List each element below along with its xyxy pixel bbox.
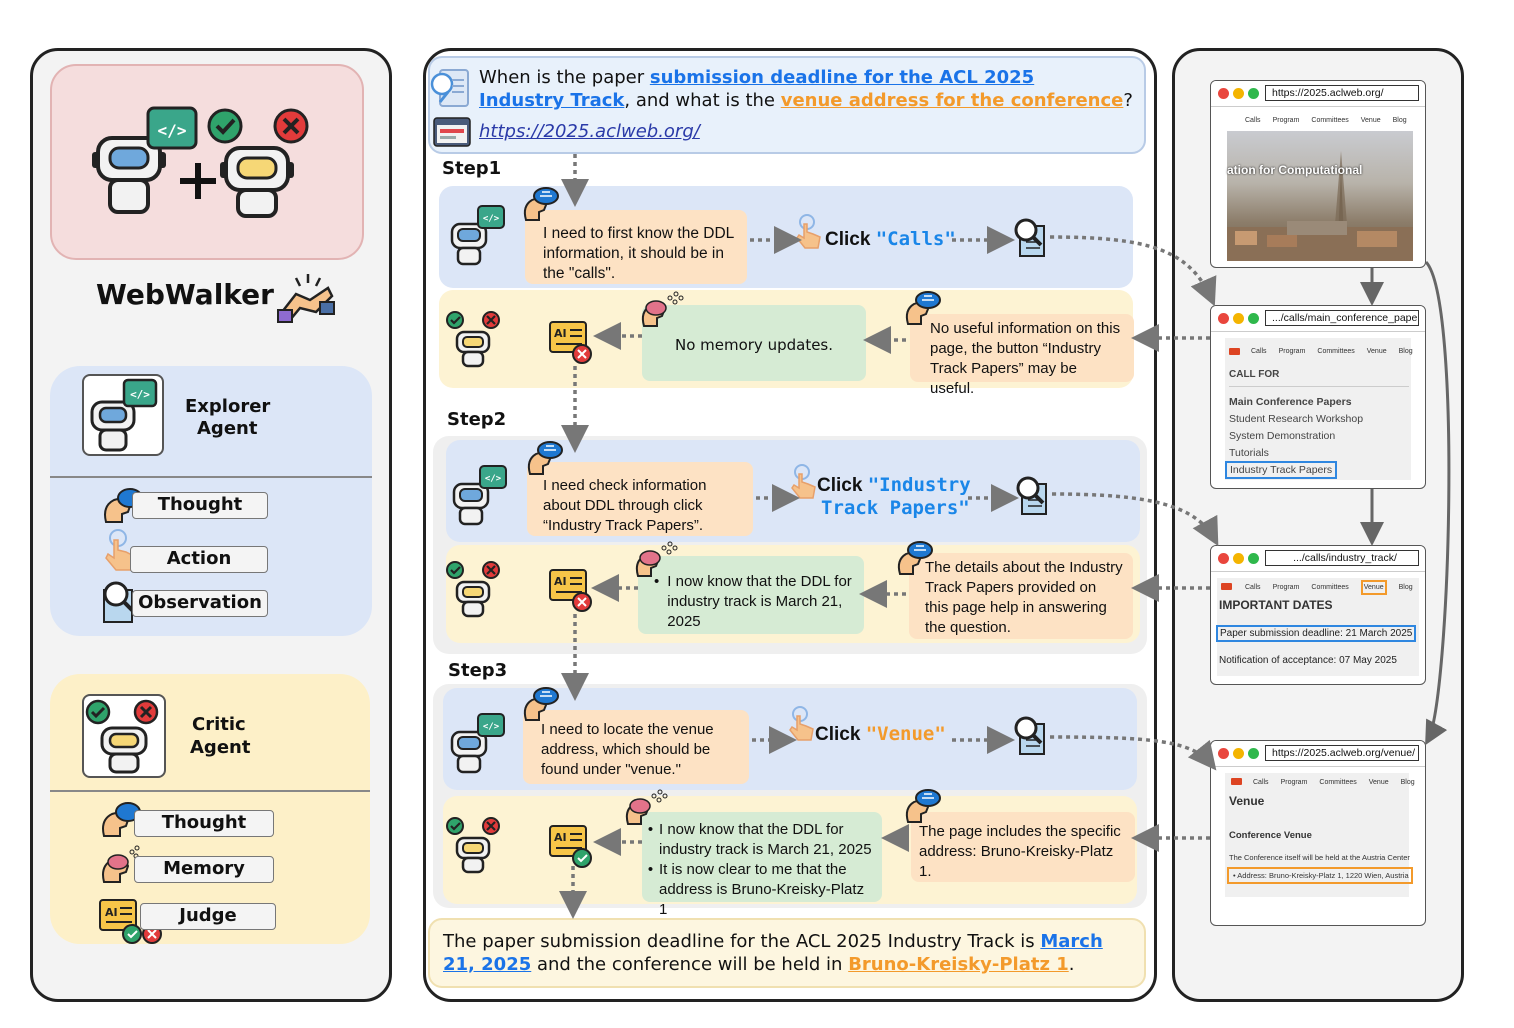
acl-logo-icon bbox=[1229, 348, 1240, 355]
browser-titlebar: https://2025.aclweb.org/ bbox=[1211, 81, 1425, 107]
browser-url[interactable]: https://2025.aclweb.org/ bbox=[1265, 85, 1419, 101]
critic-agent-divider bbox=[50, 790, 370, 792]
explorer-thought-pill: Thought bbox=[132, 492, 268, 519]
critic-thought-pill: Thought bbox=[134, 810, 274, 837]
step3-memory-item-2: It is now clear to me that the address i… bbox=[659, 861, 865, 918]
step3-memory-item-1: I now know that the DDL for industry tra… bbox=[659, 821, 872, 858]
svg-text:AI: AI bbox=[105, 906, 118, 919]
browser-content bbox=[1225, 338, 1411, 480]
query-deadline-link-2[interactable]: Industry Track bbox=[479, 90, 625, 111]
call-item[interactable]: System Demonstration bbox=[1229, 430, 1336, 442]
answer-suffix: . bbox=[1068, 954, 1075, 975]
webwalker-title: WebWalker bbox=[96, 278, 274, 311]
query-box bbox=[428, 56, 1146, 154]
banner-text: ation for Computational bbox=[1227, 163, 1363, 177]
handshake-icon bbox=[277, 274, 335, 323]
critic-agent-title-1: Critic bbox=[192, 714, 246, 735]
browser-url[interactable]: .../calls/main_conference_papers/ bbox=[1265, 310, 1419, 326]
explorer-agent-title-2: Agent bbox=[197, 418, 258, 439]
step1-label: Step1 bbox=[442, 158, 502, 179]
acl-logo-icon bbox=[1231, 778, 1242, 785]
address-line-highlighted: • Address: Bruno-Kreisky-Platz 1, 1220 W… bbox=[1227, 867, 1413, 884]
deadline-line-highlighted: Paper submission deadline: 21 March 2025 bbox=[1216, 625, 1417, 642]
page-heading: CALL FOR bbox=[1229, 369, 1280, 380]
svg-text:</>: </> bbox=[158, 121, 187, 140]
step2-label: Step2 bbox=[447, 409, 507, 430]
acl-logo-icon bbox=[1221, 583, 1232, 590]
answer-date-link-2[interactable]: 21, 2025 bbox=[443, 954, 532, 975]
explorer-agent-divider bbox=[50, 476, 372, 478]
explorer-robot-icon: </> bbox=[90, 378, 158, 452]
browser-titlebar: .../calls/industry_track/ bbox=[1211, 546, 1425, 572]
webwalker-robots-icon: </> bbox=[92, 106, 309, 218]
call-item-highlighted[interactable]: Industry Track Papers bbox=[1225, 461, 1338, 479]
step3-explorer-thought: I need to locate the venue address, whic… bbox=[523, 710, 749, 784]
svg-text:</>: </> bbox=[130, 388, 150, 401]
query-url-link[interactable]: https://2025.aclweb.org/ bbox=[479, 121, 700, 142]
answer-prefix: The paper submission deadline for the AC… bbox=[443, 931, 1041, 952]
browser-url[interactable]: https://2025.aclweb.org/venue/ bbox=[1265, 745, 1419, 761]
browser-content bbox=[1225, 773, 1409, 897]
notification-line: Notification of acceptance: 07 May 2025 bbox=[1219, 655, 1397, 666]
answer-text: The paper submission deadline for the AC… bbox=[443, 930, 1143, 976]
step2-explorer-thought: I need check information about DDL throu… bbox=[527, 462, 753, 536]
browser-window-icon bbox=[433, 117, 471, 147]
query-deadline-link-1[interactable]: submission deadline for the ACL 2025 bbox=[649, 67, 1035, 88]
explorer-agent-title-1: Explorer bbox=[185, 396, 271, 417]
call-item[interactable]: Student Research Workshop bbox=[1229, 413, 1364, 425]
observation-icon bbox=[103, 581, 136, 623]
call-item[interactable]: Tutorials bbox=[1229, 447, 1269, 459]
query-venue-link[interactable]: venue address for the conference bbox=[780, 90, 1124, 111]
browser-content bbox=[1217, 578, 1419, 676]
step3-critic-thought: The page includes the specific address: … bbox=[911, 812, 1135, 882]
step2-critic-thought: The details about the Industry Track Pap… bbox=[909, 553, 1133, 639]
vienna-photo bbox=[1227, 131, 1413, 261]
answer-middle: and the conference will be held in bbox=[531, 954, 849, 975]
page-heading: IMPORTANT DATES bbox=[1219, 598, 1333, 612]
query-suffix: ? bbox=[1123, 90, 1133, 111]
page-subheading: Conference Venue bbox=[1229, 830, 1312, 841]
query-text: When is the paper submission deadline fo… bbox=[479, 66, 1149, 112]
step2-memory-item: I now know that the DDL for industry tra… bbox=[667, 573, 852, 630]
critic-robot-icon bbox=[85, 699, 159, 774]
page-heading: Venue bbox=[1229, 794, 1265, 808]
step1-critic-memory: No memory updates. bbox=[642, 305, 866, 381]
step3-label: Step3 bbox=[448, 660, 508, 681]
memory-brain-icon bbox=[102, 845, 140, 883]
critic-judge-pill: Judge bbox=[140, 903, 276, 930]
step1-explorer-thought: I need to first know the DDL information… bbox=[525, 210, 747, 284]
answer-date-link-1[interactable]: March bbox=[1040, 931, 1103, 952]
critic-memory-pill: Memory bbox=[134, 856, 274, 883]
step3-critic-memory: •I now know that the DDL for industry tr… bbox=[642, 812, 882, 918]
browser-titlebar: https://2025.aclweb.org/venue/ bbox=[1211, 741, 1425, 767]
query-prefix: When is the paper bbox=[479, 67, 650, 88]
explorer-observation-pill: Observation bbox=[132, 590, 268, 617]
query-document-icon bbox=[430, 69, 469, 107]
explorer-action-pill: Action bbox=[130, 546, 268, 573]
step1-critic-thought: No useful information on this page, the … bbox=[910, 314, 1134, 397]
browser-titlebar: .../calls/main_conference_papers/ bbox=[1211, 306, 1425, 332]
answer-address-link[interactable]: Bruno-Kreisky-Platz 1 bbox=[848, 954, 1069, 975]
step1-click-action[interactable]: Click "Calls" bbox=[825, 228, 956, 250]
step2-critic-memory: •I now know that the DDL for industry tr… bbox=[638, 556, 864, 634]
call-item[interactable]: Main Conference Papers bbox=[1229, 396, 1352, 408]
step3-click-action[interactable]: Click "Venue" bbox=[815, 723, 946, 745]
venue-line: The Conference itself will be held at th… bbox=[1229, 853, 1411, 862]
critic-agent-title-2: Agent bbox=[190, 737, 251, 758]
browser-url[interactable]: .../calls/industry_track/ bbox=[1265, 550, 1419, 566]
answer-box bbox=[428, 918, 1146, 988]
query-middle: , and what is the bbox=[624, 90, 781, 111]
